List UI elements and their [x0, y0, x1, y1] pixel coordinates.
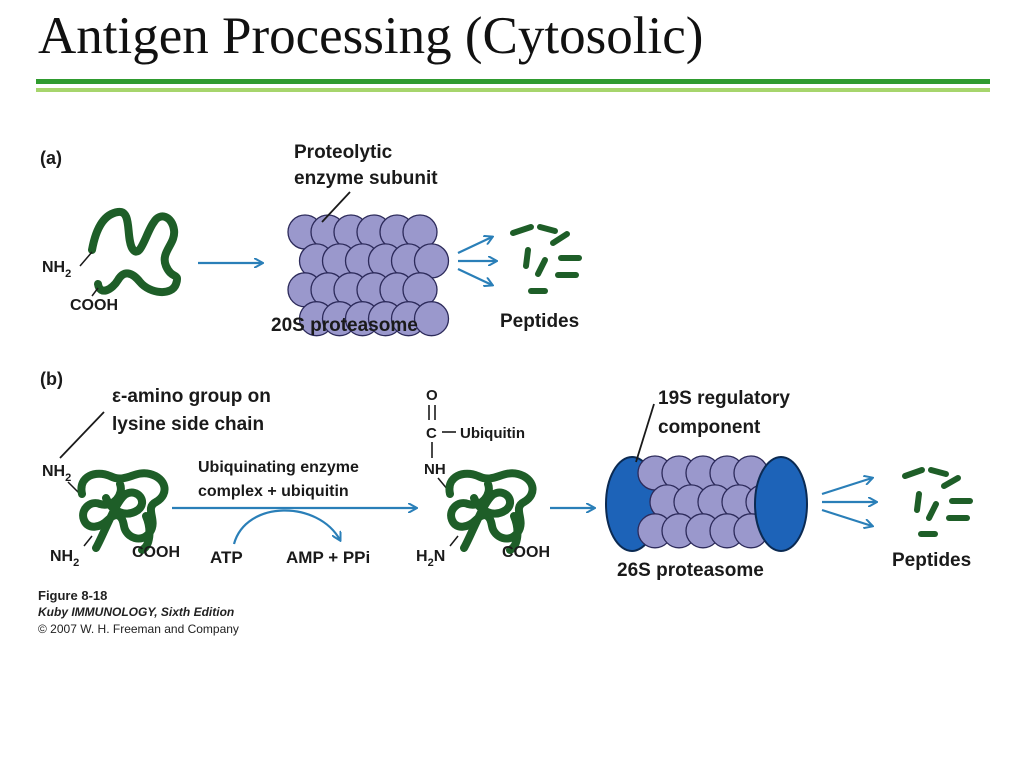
atp-hydrolysis-arc-arrow — [232, 509, 340, 545]
peptide-fragment — [926, 501, 939, 521]
peptide-fragment — [537, 224, 558, 234]
ubiquinating-enzyme-label-line1: Ubiquinating enzyme — [198, 459, 359, 476]
peptides-label-a: Peptides — [500, 311, 579, 332]
proteasome-26s-core — [637, 455, 781, 549]
regulatory-pointer-line — [635, 403, 655, 463]
peptides-group-b — [902, 467, 973, 537]
cooh-label-b-left: COOH — [132, 544, 180, 561]
folded-protein-right — [445, 469, 537, 554]
amino-pointer-line — [59, 411, 105, 459]
oxygen-atom-label: O — [426, 387, 438, 404]
folded-protein-left — [77, 469, 169, 554]
nh-label: NH — [424, 461, 446, 478]
peptide-fragment — [941, 475, 961, 489]
ubiquitin-label: Ubiquitin — [460, 425, 525, 442]
proteasome-20s — [287, 214, 450, 337]
nh2-label-a: NH2 — [42, 259, 71, 280]
carbon-atom-label: C — [426, 425, 437, 442]
enzyme-subunit-label-line1: Proteolytic — [294, 142, 393, 163]
proteasome-20s-label: 20S proteasome — [271, 315, 418, 336]
slide-title: Antigen Processing (Cytosolic) — [38, 7, 704, 65]
peptide-fragment — [510, 224, 534, 236]
exit-arrow-a-1 — [457, 237, 492, 254]
protein-chain-a — [88, 208, 181, 296]
panel-a-label: (a) — [40, 148, 62, 168]
atp-label: ATP — [210, 548, 243, 567]
regulatory-cap-right — [754, 456, 808, 552]
exit-arrow-b-1 — [821, 478, 872, 496]
amp-ppi-label: AMP + PPi — [286, 548, 370, 567]
amino-group-label-line1: ε-amino group on — [112, 386, 271, 407]
peptide-fragment — [550, 231, 570, 246]
figure-caption: Figure 8-18 Kuby IMMUNOLOGY, Sixth Editi… — [38, 587, 239, 638]
nh2-top-label-b: NH2 — [42, 463, 71, 484]
title-rule-light — [36, 88, 990, 92]
h2n-bond-line — [449, 535, 459, 547]
regulatory-label-line1: 19S regulatory — [658, 388, 790, 409]
cooh-bond-line-a — [91, 287, 99, 297]
ubiquinating-enzyme-label-line2: complex + ubiquitin — [198, 483, 349, 500]
panel-b-label: (b) — [40, 369, 63, 389]
copyright-notice: © 2007 W. H. Freeman and Company — [38, 622, 239, 636]
regulatory-label-line2: component — [658, 417, 761, 438]
nh2-bottom-label-b: NH2 — [50, 548, 79, 569]
enzyme-pointer-line — [321, 191, 351, 223]
peptide-fragment — [902, 467, 925, 479]
nh2-bottom-bond-line-b — [83, 535, 93, 547]
title-rule-dark — [36, 79, 990, 84]
proteasome-subunit — [413, 301, 450, 337]
book-title: Kuby IMMUNOLOGY, Sixth Edition — [38, 605, 235, 619]
peptides-group-a — [510, 224, 582, 294]
enzyme-subunit-label-line2: enzyme subunit — [294, 168, 438, 189]
peptide-fragment — [914, 491, 922, 513]
exit-arrow-b-3 — [821, 508, 872, 526]
peptide-fragment — [535, 257, 548, 277]
cooh-label-b-right: COOH — [502, 544, 550, 561]
h2n-label: H2N — [416, 548, 445, 569]
peptide-fragment — [928, 467, 949, 477]
cooh-label-a: COOH — [70, 297, 118, 314]
proteasome-26s-label: 26S proteasome — [617, 560, 764, 581]
exit-arrow-a-3 — [457, 268, 492, 285]
peptide-fragment — [523, 247, 531, 269]
figure-number: Figure 8-18 — [38, 588, 108, 603]
nh2-bond-line-a — [79, 251, 93, 267]
amino-group-label-line2: lysine side chain — [112, 414, 264, 435]
peptides-label-b: Peptides — [892, 550, 971, 571]
